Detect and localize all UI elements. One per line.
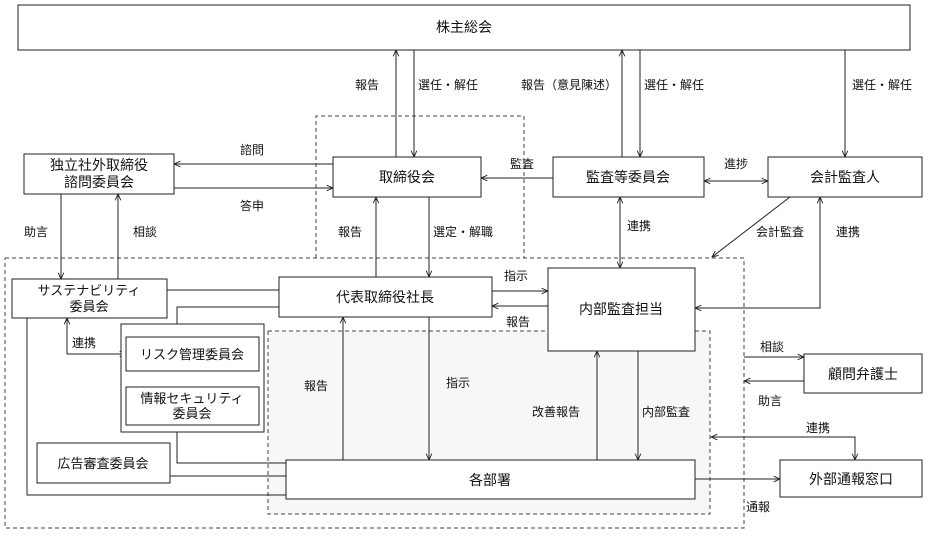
internal-audit-office: 内部監査担当: [547, 267, 696, 352]
label-audit: 監査: [510, 156, 534, 171]
svg-text:監査等委員会: 監査等委員会: [586, 169, 670, 186]
sustainability-committee: サステナビリティ 委員会: [11, 278, 168, 319]
label-cooperation-risk: 連携: [72, 335, 96, 350]
svg-text:各部署: 各部署: [469, 473, 511, 489]
legal-advisor: 顧問弁護士: [803, 353, 923, 394]
connectors: [26, 50, 855, 496]
board-of-directors: 取締役会: [332, 156, 482, 198]
label-cooperation-audit: 連携: [627, 218, 651, 233]
svg-text:広告審査委員会: 広告審査委員会: [57, 457, 148, 472]
risk-management-committee: リスク管理委員会: [125, 336, 260, 372]
svg-text:リスク管理委員会: リスク管理委員会: [140, 348, 244, 363]
advertising-review-committee: 広告審査委員会: [36, 442, 171, 484]
label-advice-left: 助言: [24, 225, 48, 239]
svg-text:諮問委員会: 諮問委員会: [64, 174, 134, 191]
label-instruction-internal-audit: 指示: [504, 268, 528, 283]
accounting-auditor: 会計監査人: [767, 156, 923, 198]
shareholders-meeting: 株主総会: [17, 4, 911, 51]
label-progress: 進捗: [724, 157, 748, 171]
svg-text:取締役会: 取締役会: [379, 169, 435, 186]
label-report-opinion: 報告（意見陳述）: [521, 77, 617, 92]
audit-committee: 監査等委員会: [552, 156, 705, 198]
whistleblowing-window: 外部通報窓口: [779, 459, 923, 498]
label-improvement-report: 改善報告: [532, 404, 580, 419]
svg-text:委員会: 委員会: [69, 300, 108, 315]
svg-text:外部通報窓口: 外部通報窓口: [809, 471, 893, 488]
label-report-president-board: 報告: [338, 225, 362, 239]
svg-text:内部監査担当: 内部監査担当: [579, 301, 663, 318]
label-instruction-departments: 指示: [446, 375, 470, 390]
label-discussion-left: 相談: [133, 224, 157, 239]
svg-text:委員会: 委員会: [172, 407, 211, 422]
svg-text:独立社外取締役: 独立社外取締役: [50, 157, 148, 174]
label-consult: 諮問: [240, 143, 264, 157]
label-internal-audit-flow: 内部監査: [642, 404, 690, 419]
label-discussion-legal: 相談: [760, 339, 784, 354]
label-elect-board: 選任・解任: [418, 78, 478, 92]
board-group-boundary: [315, 115, 525, 258]
label-accounting-audit: 会計監査: [756, 224, 804, 239]
svg-text:サステナビリティ: サステナビリティ: [38, 284, 141, 299]
label-advice-legal: 助言: [758, 394, 782, 408]
nominating-committee: 独立社外取締役 諮問委員会: [23, 153, 175, 195]
label-report-departments: 報告: [304, 379, 328, 393]
information-security-committee: 情報セキュリティ 委員会: [125, 386, 260, 426]
label-cooperation-auditor: 連携: [836, 224, 860, 239]
svg-text:代表取締役社長: 代表取締役社長: [336, 289, 434, 306]
label-answer: 答申: [240, 198, 264, 213]
departments: 各部署: [285, 459, 696, 500]
svg-text:情報セキュリティ: 情報セキュリティ: [140, 392, 243, 407]
label-report-internal-audit: 報告: [506, 315, 530, 329]
label-elect-auditor: 選任・解任: [852, 78, 912, 92]
label-cooperation-whistle: 連携: [806, 420, 830, 435]
edge-labels: 報告 選任・解任 報告（意見陳述） 選任・解任 選任・解任 諮問 答申 監査 進…: [24, 77, 912, 514]
svg-text:株主総会: 株主総会: [436, 20, 492, 36]
svg-text:顧問弁護士: 顧問弁護士: [828, 367, 898, 383]
label-select-dismiss: 選定・解職: [433, 224, 493, 239]
company-group-boundary: [4, 257, 745, 529]
svg-text:会計監査人: 会計監査人: [810, 169, 880, 186]
label-report-board-shareholders: 報告: [355, 78, 379, 92]
label-whistleblowing: 通報: [746, 500, 770, 514]
label-elect-audit: 選任・解任: [644, 78, 704, 92]
president-ceo: 代表取締役社長: [278, 276, 493, 318]
